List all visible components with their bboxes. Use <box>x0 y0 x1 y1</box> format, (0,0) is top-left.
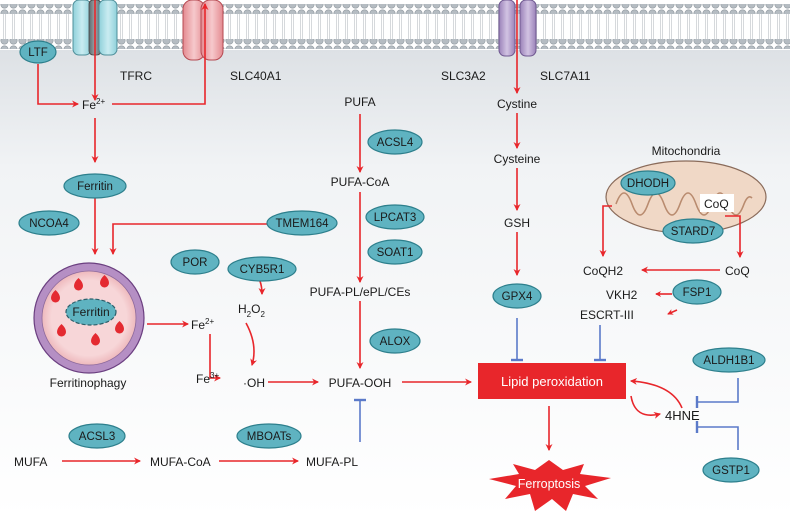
fsp1-label: FSP1 <box>683 287 712 299</box>
acsl3-label: ACSL3 <box>79 431 115 443</box>
pufa-coa-label: PUFA-CoA <box>331 175 390 189</box>
hydroxyl-label: ·OH <box>243 376 265 390</box>
lipid-peroxidation-label: Lipid peroxidation <box>501 374 603 389</box>
fe3-label: Fe3+ <box>196 371 219 386</box>
acsl4-node <box>367 129 423 155</box>
alox-label: ALOX <box>380 336 411 348</box>
mufa-pl-label: MUFA-PL <box>306 455 358 469</box>
slc40a1-channel <box>182 0 224 61</box>
slc7a11-label: SLC7A11 <box>540 69 591 83</box>
ferritin-node <box>63 173 127 199</box>
dhodh-label: DHODH <box>627 178 669 190</box>
cyb5r1-label: CYB5R1 <box>240 264 285 276</box>
4hne-label: 4HNE <box>665 408 700 423</box>
channel-labels: TFRC SLC40A1 SLC3A2 SLC7A11 <box>120 69 591 83</box>
cell-membrane <box>0 4 790 49</box>
ltf-label: LTF <box>28 47 48 59</box>
pufa-label: PUFA <box>344 95 375 109</box>
stard7-node <box>662 218 724 244</box>
mboats-label: MBOATs <box>247 431 292 443</box>
pufa-pl-label: PUFA-PL/ePL/CEs <box>310 285 411 299</box>
enzyme-nodes: LTF Ferritin NCOA4 TMEM164 POR CYB5R1 AC… <box>18 40 766 483</box>
ferritin-label: Ferritin <box>77 181 113 193</box>
cyb5r1-node <box>227 256 297 282</box>
acsl4-label: ACSL4 <box>377 137 414 149</box>
activation-arrows <box>37 0 744 465</box>
dhodh-node <box>620 170 676 196</box>
alox-node <box>369 328 421 354</box>
tfrc-label: TFRC <box>120 69 152 83</box>
mboats-node <box>236 423 302 449</box>
tmem164-node <box>266 210 338 236</box>
stard7-label: STARD7 <box>671 226 716 238</box>
fe2-mid-label: Fe2+ <box>191 317 214 332</box>
gstp1-node <box>702 457 760 483</box>
ferritinophagy-label: Ferritinophagy <box>50 376 127 390</box>
ferritin-inside-label: Ferritin <box>72 305 109 319</box>
iron-droplets <box>51 275 124 346</box>
aldh1b1-node <box>692 347 766 373</box>
coq-mito-patch <box>700 194 734 212</box>
fsp1-node <box>672 279 722 305</box>
slc3a2-label: SLC3A2 <box>441 69 486 83</box>
inhibition-lines <box>354 318 739 450</box>
soat1-node <box>367 239 423 265</box>
soat1-label: SOAT1 <box>377 247 414 259</box>
mufa-label: MUFA <box>14 455 47 469</box>
gpx4-label: GPX4 <box>502 291 533 303</box>
lipid-peroxidation-box <box>478 363 626 399</box>
coq-mito-label: CoQ <box>704 197 729 211</box>
lpcat3-label: LPCAT3 <box>374 212 417 224</box>
gpx4-node <box>492 283 542 309</box>
tmem164-label: TMEM164 <box>275 218 329 230</box>
slc3a2-slc7a11-channel <box>498 0 537 57</box>
metabolite-labels: Fe2+ Fe2+ Fe3+ H2O2 ·OH PUFA PUFA-CoA PU… <box>14 95 750 469</box>
ferroptosis-burst <box>489 460 611 511</box>
acsl3-node <box>68 423 126 449</box>
pufa-ooh-label: PUFA-OOH <box>329 376 392 390</box>
mufa-coa-label: MUFA-CoA <box>150 455 211 469</box>
por-label: POR <box>183 257 208 269</box>
cysteine-label: Cysteine <box>494 152 541 166</box>
escrt-label: ESCRT-III <box>580 308 634 322</box>
ncoa4-label: NCOA4 <box>29 218 69 230</box>
mitochondria-label: Mitochondria <box>652 144 721 158</box>
aldh1b1-label: ALDH1B1 <box>703 355 754 367</box>
fe2-top-label: Fe2+ <box>82 97 105 112</box>
ncoa4-node <box>18 210 80 236</box>
gsh-label: GSH <box>504 216 530 230</box>
cystine-label: Cystine <box>497 97 537 111</box>
vkh2-label: VKH2 <box>606 288 638 302</box>
coq-right-label: CoQ <box>725 264 750 278</box>
lpcat3-node <box>365 204 425 230</box>
ferritinophagy-vesicle: Ferritin <box>33 262 145 374</box>
gstp1-label: GSTP1 <box>712 465 750 477</box>
slc40a1-label: SLC40A1 <box>230 69 282 83</box>
ltf-node <box>19 40 57 64</box>
por-node <box>170 249 220 275</box>
ferroptosis-label: Ferroptosis <box>518 477 581 491</box>
coqh2-label: CoQH2 <box>583 264 623 278</box>
h2o2-label: H2O2 <box>238 302 265 319</box>
